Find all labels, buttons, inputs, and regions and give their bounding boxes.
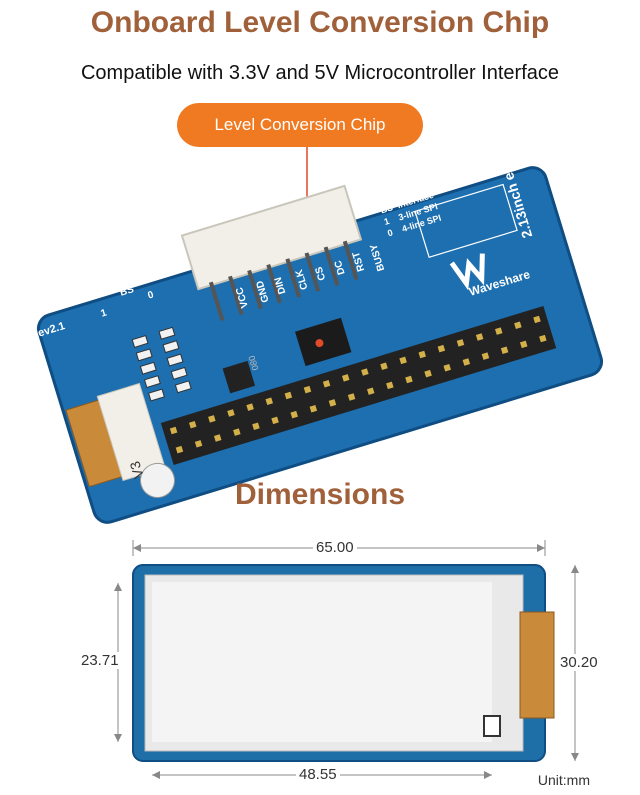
dimensions-title: Dimensions bbox=[234, 478, 406, 511]
pcb-board bbox=[36, 166, 604, 524]
interface-table bbox=[414, 183, 518, 259]
waveshare-logo-icon bbox=[449, 253, 485, 291]
width-panel-label: 48.55 bbox=[296, 766, 340, 783]
height-panel-label: 23.71 bbox=[78, 652, 122, 669]
unit-label: Unit:mm bbox=[537, 772, 590, 788]
page-subtitle: Compatible with 3.3V and 5V Microcontrol… bbox=[80, 62, 559, 84]
gpio-header bbox=[160, 305, 557, 466]
page-title: Onboard Level Conversion Chip bbox=[90, 6, 550, 39]
version-circle bbox=[139, 462, 175, 498]
width-total-label: 65.00 bbox=[313, 539, 357, 556]
level-conversion-chip-label: Level Conversion Chip bbox=[177, 103, 423, 147]
dimension-drawing bbox=[114, 540, 579, 779]
connector-block bbox=[180, 184, 363, 291]
level-conversion-chip bbox=[295, 317, 352, 367]
inductor bbox=[222, 360, 256, 394]
flex-cable bbox=[519, 611, 555, 719]
height-total-label: 30.20 bbox=[557, 654, 601, 671]
